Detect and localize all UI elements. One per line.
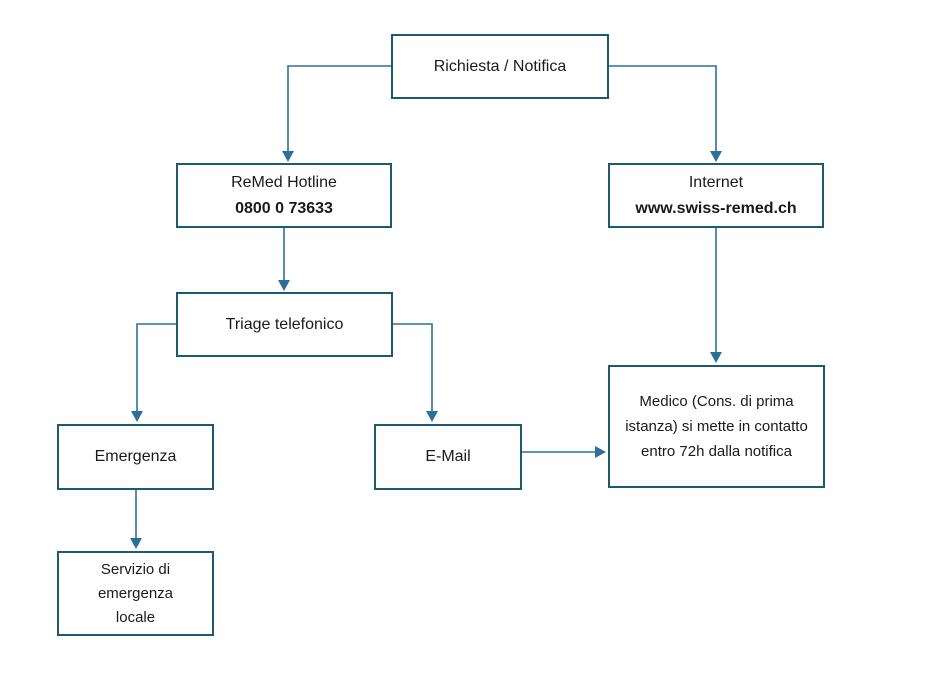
flow-node-email: E-Mail xyxy=(374,424,522,490)
connector-triage-email xyxy=(393,323,438,422)
flow-node-remed-hotline: ReMed Hotline 0800 0 73633 xyxy=(176,163,392,228)
flow-node-servizio-emergenza-locale: Servizio di emergenza locale xyxy=(57,551,214,636)
flow-node-label: E-Mail xyxy=(425,448,471,465)
flow-node-internet: Internet www.swiss-remed.ch xyxy=(608,163,824,228)
flow-node-medico-contatto: Medico (Cons. di prima istanza) si mette… xyxy=(608,365,825,488)
connector-richiesta-internet xyxy=(609,65,722,162)
connector-internet-medico xyxy=(710,228,722,363)
connector-triage-emergenza xyxy=(131,323,176,422)
flow-node-label: Medico (Cons. di prima istanza) si mette… xyxy=(625,393,808,460)
flow-node-phone-number: 0800 0 73633 xyxy=(235,199,333,217)
connector-richiesta-remed xyxy=(282,65,391,162)
connector-emergenza-servizio xyxy=(130,490,142,549)
flow-node-label: Emergenza xyxy=(94,448,177,465)
flow-node-emergenza: Emergenza xyxy=(57,424,214,490)
connector-email-medico xyxy=(522,446,606,458)
flow-node-richiesta-notifica: Richiesta / Notifica xyxy=(391,34,609,99)
flow-node-label: Richiesta / Notifica xyxy=(433,57,567,75)
connector-remed-triage xyxy=(278,228,290,291)
flow-node-label: Triage telefonico xyxy=(225,315,344,333)
flow-node-triage-telefonico: Triage telefonico xyxy=(176,292,393,357)
flow-node-label: Internet xyxy=(688,173,744,191)
flow-node-label: Servizio di emergenza locale xyxy=(97,560,174,626)
flow-node-website-url: www.swiss-remed.ch xyxy=(635,199,797,217)
flow-node-label: ReMed Hotline xyxy=(231,173,337,191)
